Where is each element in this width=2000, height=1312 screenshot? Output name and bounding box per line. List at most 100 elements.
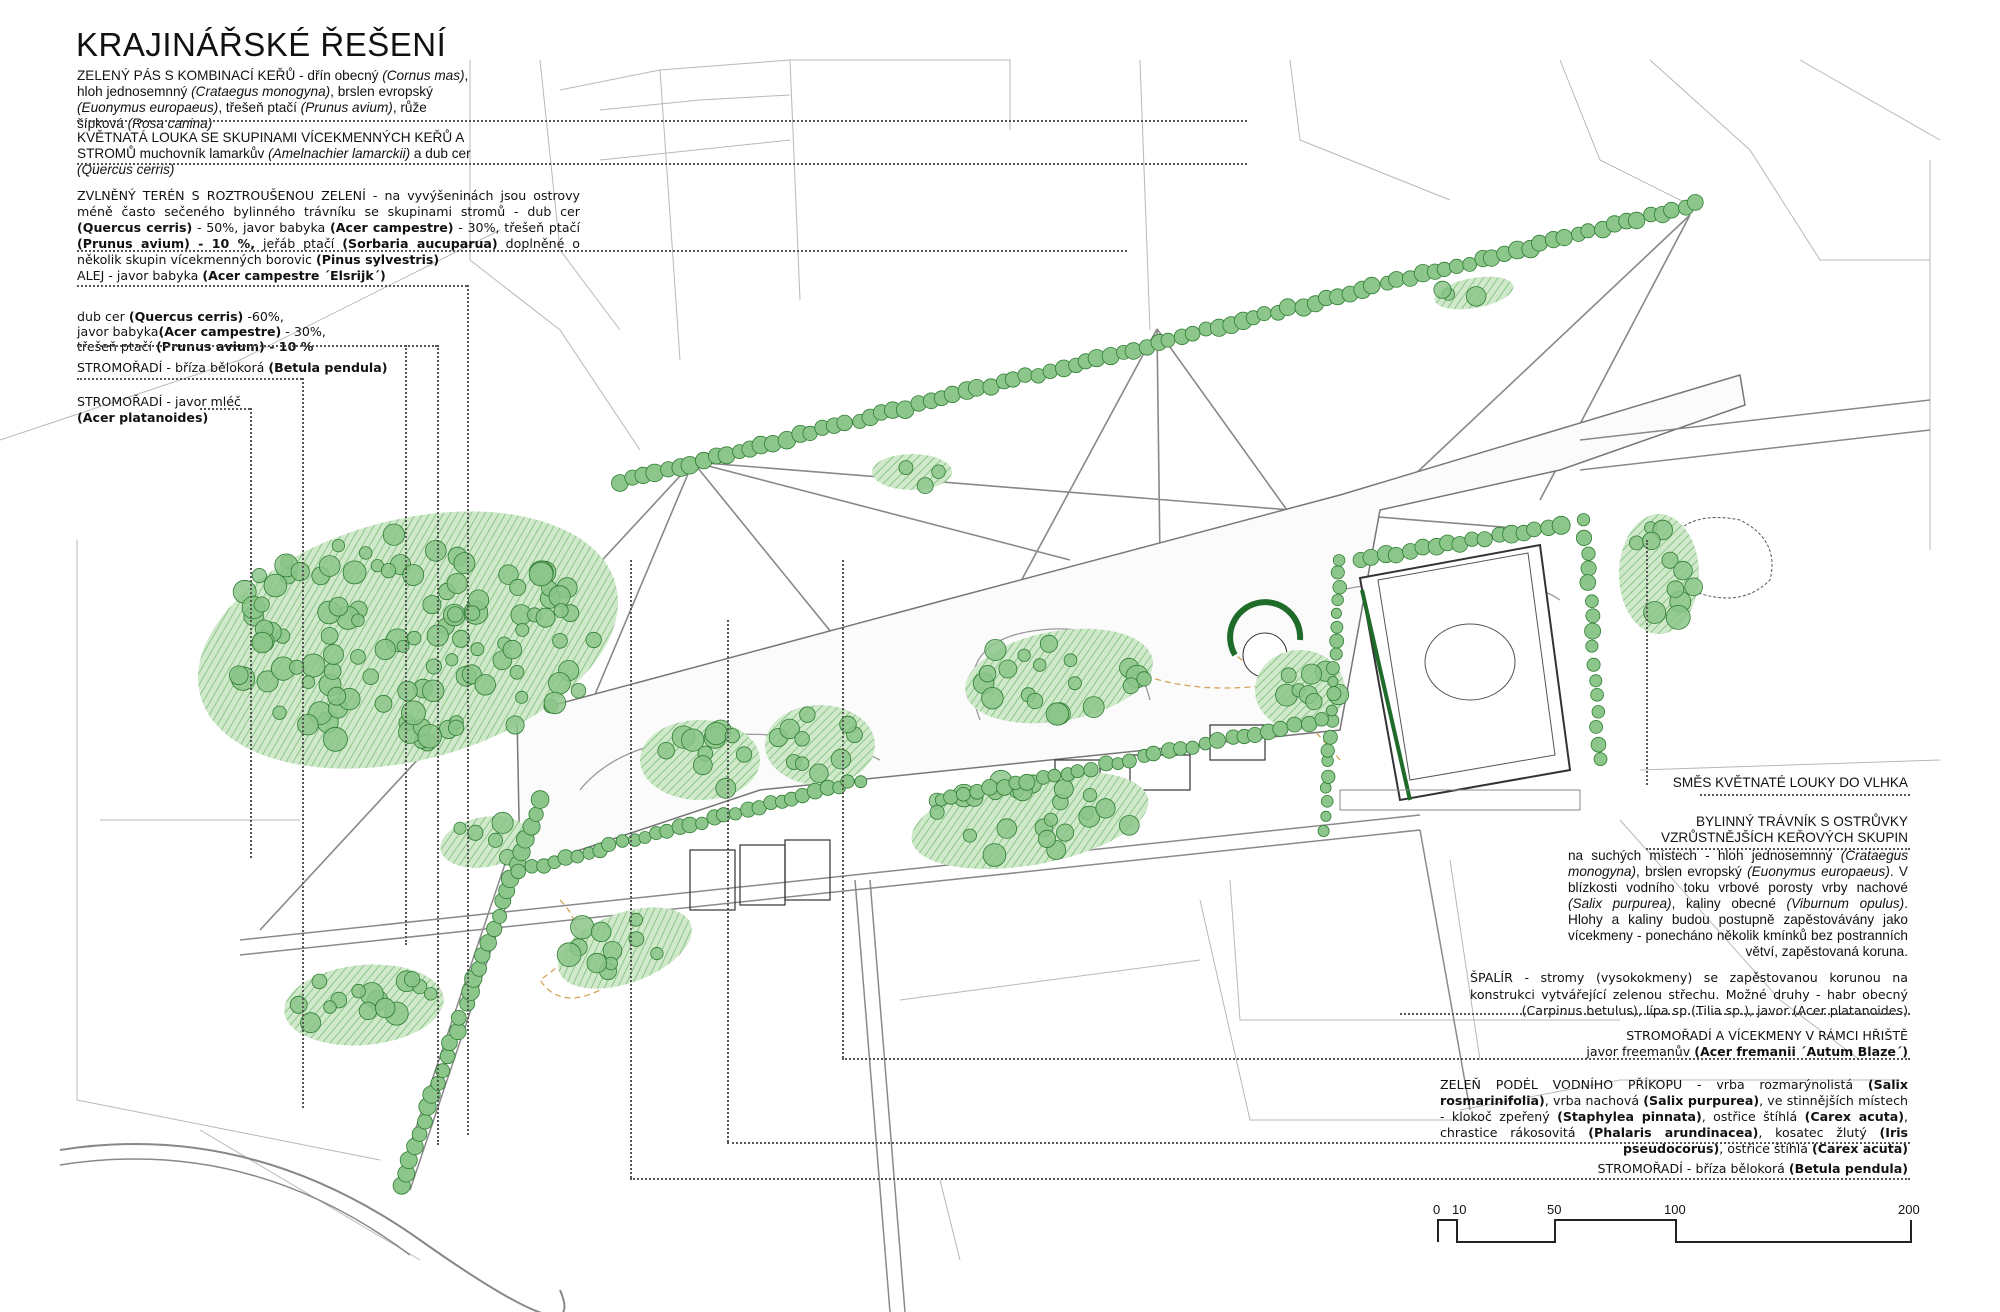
legend-text-segment: (Pinus sylvestris) — [315, 252, 440, 267]
tree — [1684, 577, 1703, 597]
tree — [323, 1000, 337, 1014]
meadow-patch — [965, 628, 1153, 724]
tree — [1330, 565, 1345, 580]
tree — [362, 668, 379, 685]
tree — [548, 671, 571, 695]
tree — [502, 639, 523, 660]
tree — [474, 674, 496, 696]
tree — [263, 573, 288, 598]
tree — [1314, 712, 1329, 727]
tree — [1580, 223, 1596, 239]
tree — [1286, 716, 1303, 733]
legend-text-segment: (Prunus avium) - 10 %, — [77, 236, 256, 251]
tree — [256, 670, 279, 693]
tree — [439, 1048, 456, 1065]
tree — [1387, 546, 1405, 564]
tree — [799, 706, 816, 723]
tree — [331, 538, 345, 553]
legend-text-segment: STROMOŘADÍ - bříza bělokorá — [77, 360, 269, 375]
legend-text-segment: (Acer campestre) — [158, 324, 282, 339]
tree — [272, 705, 287, 720]
scale-label-50: 50 — [1547, 1202, 1562, 1217]
amphitheatre — [1227, 599, 1304, 657]
tree — [351, 983, 366, 999]
tree — [447, 606, 464, 623]
legend-text-segment: (Phalaris arundinacea) — [1588, 1125, 1759, 1140]
legend-text-segment: doplněné o několik skupin vícekmenných b… — [77, 236, 581, 267]
tree — [1119, 814, 1140, 836]
tree — [453, 821, 467, 835]
legend-text-segment: , ve stinnějších místech - klokoč zpeřen… — [1440, 1093, 1908, 1124]
legend-text-segment: (Acer campestre ´Elsrijk´) — [202, 268, 386, 283]
legend-text-segment: jeřáb ptačí — [255, 236, 343, 251]
tree — [1320, 743, 1335, 758]
tree — [553, 603, 569, 619]
tree — [470, 642, 485, 657]
tree — [1083, 762, 1099, 778]
tree — [1593, 752, 1608, 766]
tree — [982, 843, 1007, 867]
tree — [397, 680, 418, 702]
tree — [453, 552, 476, 574]
tree — [978, 665, 997, 683]
tree — [290, 561, 310, 582]
legend-text-segment: (Viburnum opulus) — [1786, 896, 1905, 911]
main-paths — [239, 789, 1471, 1312]
tree — [1585, 594, 1599, 608]
legend-text-segment: (Salix purpurea) — [1643, 1093, 1760, 1108]
tree — [570, 849, 585, 864]
tree — [1330, 620, 1344, 634]
legend-text-segment: , chrastice rákosovitá — [1440, 1109, 1909, 1140]
tree — [401, 700, 426, 726]
legend-text-segment: ŠPALÍR - stromy (vysokokmeny) se zapěsto… — [1470, 970, 1908, 1018]
tree — [374, 638, 396, 661]
scale-label-200: 200 — [1898, 1202, 1920, 1217]
tree — [328, 596, 349, 617]
legend-text-segment: (Carex acuta) — [1812, 1141, 1908, 1156]
tree — [1585, 608, 1601, 624]
tree — [692, 755, 713, 776]
tree — [509, 664, 525, 680]
tree — [403, 971, 421, 988]
tree — [1184, 325, 1201, 342]
tree — [1551, 515, 1571, 535]
tree — [1018, 773, 1036, 791]
tree — [1323, 729, 1338, 745]
tree — [1643, 601, 1667, 624]
legend-text-segment: (Amelnachier lamarckii) — [268, 146, 411, 161]
tree — [1145, 745, 1162, 762]
tree — [323, 662, 342, 680]
legend-text-segment: (Crataegus monogyna) — [1568, 848, 1908, 879]
legend-ditch-greenery: ZELEŇ PODÉL VODNÍHO PŘÍKOPU - vrba rozma… — [1440, 1077, 1908, 1157]
tree — [1098, 755, 1115, 772]
legend-text-segment: . V blízkosti vodního toku vrbové porost… — [1568, 864, 1908, 895]
tree — [981, 687, 1004, 710]
tree — [984, 639, 1007, 662]
tree — [1585, 639, 1599, 653]
legend-text-segment: a dub cer — [410, 146, 471, 161]
tree — [681, 728, 705, 752]
scale-label-10: 10 — [1452, 1202, 1467, 1217]
legend-text-segment: . Hlohy a kaliny budou postupně zapěstov… — [1568, 896, 1908, 959]
tree — [350, 649, 366, 665]
legend-text-segment: - 30%, třešeň ptačí — [77, 324, 326, 354]
tree — [1330, 607, 1342, 619]
tree — [467, 824, 484, 841]
tree — [300, 1012, 322, 1034]
scale-bar — [1437, 1219, 1912, 1243]
tree — [1325, 704, 1338, 717]
tree — [943, 789, 959, 805]
road-curve — [59, 1143, 566, 1312]
tree — [1575, 529, 1593, 547]
tree — [779, 718, 800, 740]
tree — [498, 564, 519, 585]
legend-text-segment: (Betula pendula) — [268, 360, 388, 375]
legend-text-segment: - 30%, třešeň ptačí — [453, 220, 580, 235]
legend-text-segment: STROMOŘADÍ A VÍCEKMENY V RÁMCI HŘIŠTĚ ja… — [1586, 1028, 1908, 1059]
legend-text-segment: (Cornus mas) — [382, 68, 465, 83]
tree — [424, 987, 438, 1001]
legend-text-segment: , kosatec žlutý — [1758, 1125, 1880, 1140]
legend-text-segment: , třešeň ptačí — [218, 100, 301, 115]
tree — [1136, 671, 1152, 687]
tree — [585, 631, 602, 649]
